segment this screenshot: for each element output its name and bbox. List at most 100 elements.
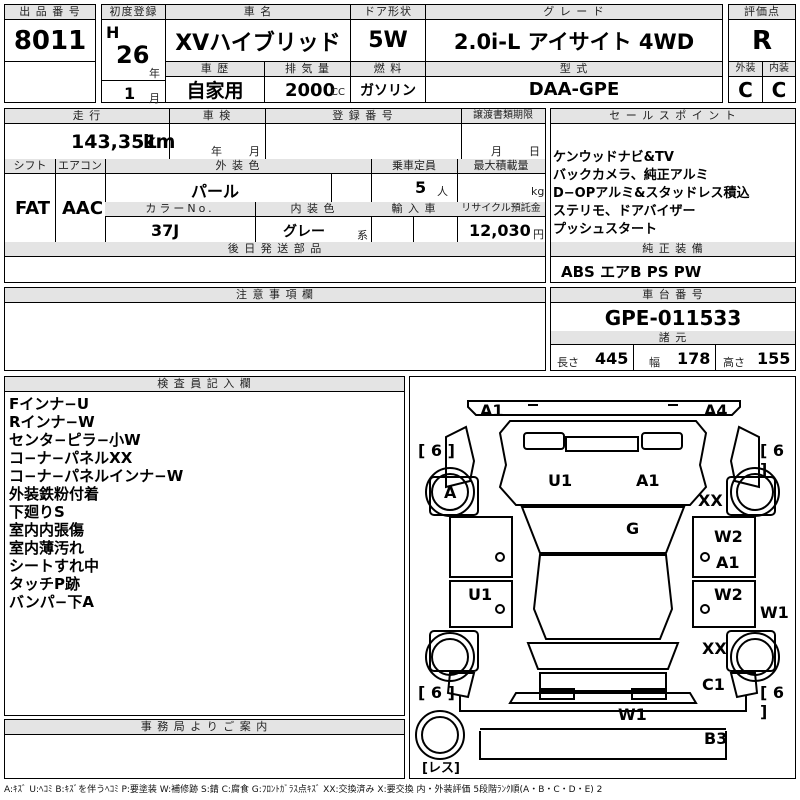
displacement-box: 排 気 量 2000 CC [264, 61, 351, 103]
inspector-line: タッチP跡 [9, 575, 80, 593]
grade-box: グ レ ー ド 2.0i-L アイサイト 4WD [425, 4, 723, 62]
month-unit: 月 [149, 92, 160, 105]
exterior-box: 外装 C [728, 61, 763, 103]
model-box: 型 式 DAA-GPE [425, 61, 723, 103]
inspector-line: 下廻りS [9, 503, 65, 521]
notes-box: 注 意 事 項 欄 [4, 287, 546, 371]
reg-no-label: 登 録 番 号 [265, 109, 461, 124]
door-type: 5W [368, 28, 408, 53]
exterior-score: C [738, 77, 753, 102]
length: 445 [595, 349, 629, 368]
lot-number-box: 出 品 番 号 8011 [4, 4, 96, 62]
spare-tire-label: [レス] [422, 761, 460, 776]
sales-point-line: ケンウッドナビ&TV [553, 150, 674, 165]
lot-blank-box [4, 61, 96, 103]
load-label: 最大積載量 [457, 159, 545, 174]
interior-score: C [771, 77, 787, 102]
grade-label: グ レ ー ド [426, 5, 722, 20]
office-label: 事 務 局 よ り ご 案 内 [5, 720, 404, 735]
inspection-month-unit: 月 [249, 145, 260, 158]
inspector-box: 検 査 員 記 入 欄 Fインナ−U Rインナ−W センタ−ピラ−小W コ−ナ−… [4, 376, 405, 716]
tire-depth-front-left: [ 6 ] [418, 441, 455, 460]
car-name-label: 車 名 [166, 5, 350, 20]
damage-mark: U1 [548, 471, 573, 490]
history-label: 車 歴 [166, 62, 264, 77]
equipment: ABS エアB PS PW [561, 263, 702, 281]
inspector-line: バンパ−下A [9, 593, 94, 611]
damage-mark: C1 [702, 675, 725, 694]
model: DAA-GPE [528, 79, 620, 100]
sales-point-line: バックカメラ、純正アルミ [553, 168, 709, 183]
car-name-box: 車 名 XVハイブリッド [165, 4, 351, 62]
first-reg-year: 26 [116, 41, 150, 69]
history: 自家用 [186, 80, 244, 102]
transfer-label: 譲渡書類期限 [461, 109, 545, 124]
first-reg-month: 1 [124, 84, 136, 103]
transfer-month-unit: 月 [491, 145, 502, 158]
exterior-label: 外装 [729, 62, 762, 77]
color-no: 37J [151, 221, 180, 240]
damage-mark: B3 [704, 729, 728, 748]
inspector-line: センタ−ピラ−小W [9, 431, 141, 449]
interior-box: 内装 C [762, 61, 796, 103]
shift: FAT [15, 198, 51, 219]
era: H [106, 23, 120, 42]
inspector-line: 室内内張傷 [9, 521, 85, 539]
notes-label: 注 意 事 項 欄 [5, 288, 545, 303]
ac: AAC [62, 198, 104, 219]
inspection-label: 車 検 [169, 109, 265, 124]
inspector-line: Fインナ−U [9, 395, 89, 413]
interior-color: グレー [283, 224, 325, 240]
damage-mark: G [626, 519, 640, 538]
interior-color-label: 内 装 色 [255, 202, 371, 217]
shift-label: シフト [5, 159, 55, 174]
recycle-unit: 円 [533, 228, 544, 241]
damage-mark: A1 [636, 471, 660, 490]
tire-depth-rear-right: [ 6 ] [760, 683, 785, 721]
lot-number: 8011 [13, 25, 87, 56]
capacity: 5 [415, 178, 427, 197]
height: 155 [757, 349, 791, 368]
damage-mark: U1 [468, 585, 493, 604]
chassis-label: 車 台 番 号 [551, 288, 795, 303]
displacement-label: 排 気 量 [265, 62, 350, 77]
sales-point-line: D−OPアルミ&スタッドレス積込 [553, 186, 750, 201]
history-box: 車 歴 自家用 [165, 61, 265, 103]
first-registration-box: 初度登録 H 26 年 1 月 [101, 4, 166, 105]
fuel: ガソリン [360, 82, 416, 99]
sales-point-line: プッシュスタート [553, 222, 658, 237]
length-label: 長さ [557, 356, 579, 369]
equipment-label: 純 正 装 備 [551, 242, 795, 257]
score-box: 評価点 R [728, 4, 796, 62]
damage-mark: A [444, 483, 457, 502]
fuel-box: 燃 料 ガソリン [350, 61, 426, 103]
damage-mark: XX [698, 491, 723, 510]
ac-label: エアコン [55, 159, 105, 174]
load-unit: kg [531, 185, 545, 198]
import-label: 輸 入 車 [371, 202, 457, 217]
tire-depth-rear-left: [ 6 ] [418, 683, 455, 702]
door-label: ドア形状 [351, 5, 425, 20]
sales-points-box: セ ー ル ス ポ イ ン ト ケンウッドナビ&TV バックカメラ、純正アルミ … [550, 108, 796, 283]
tire-depth-front-right: [ 6 ] [760, 441, 785, 479]
width-label: 幅 [649, 356, 660, 369]
dimensions-label: 諸 元 [551, 331, 795, 345]
chassis-number: GPE-011533 [604, 305, 742, 330]
exterior-color: パール [191, 182, 240, 201]
damage-mark: A4 [704, 401, 728, 420]
later-parts-label: 後 日 発 送 部 品 [5, 242, 545, 257]
damage-mark: A1 [716, 553, 740, 572]
damage-mark: W1 [618, 705, 647, 724]
year-unit: 年 [149, 67, 160, 80]
lot-number-label: 出 品 番 号 [5, 5, 95, 20]
details-box: 走 行 車 検 登 録 番 号 譲渡書類期限 143,351 km 年 月 月 … [4, 108, 546, 283]
damage-mark: XX [702, 639, 727, 658]
car-name: XVハイブリッド [175, 30, 341, 56]
damage-mark: W2 [714, 527, 743, 546]
inspection-year-unit: 年 [211, 145, 222, 158]
interior-label: 内装 [763, 62, 795, 77]
office-box: 事 務 局 よ り ご 案 内 [4, 719, 405, 779]
inspector-line: Rインナ−W [9, 413, 95, 431]
fuel-label: 燃 料 [351, 62, 425, 77]
mileage: 143,351 [71, 131, 158, 153]
